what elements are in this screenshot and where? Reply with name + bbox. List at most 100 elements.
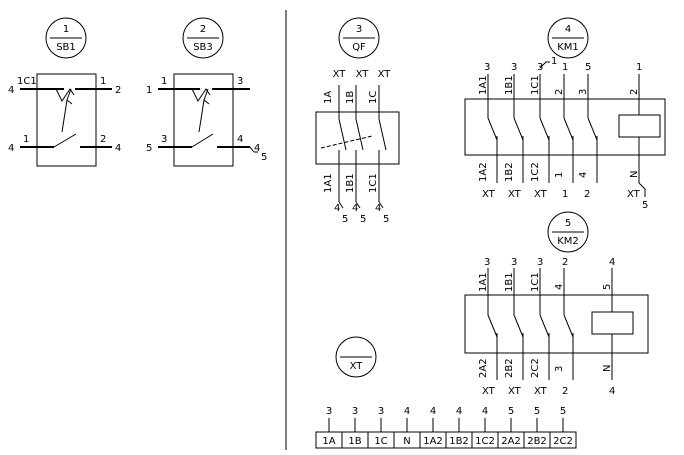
km1-bot-wire-6: XT [627, 189, 641, 200]
km1-bot-wire-5: 2 [584, 189, 590, 200]
sb3-label: SB3 [193, 42, 213, 53]
km2-label: KM2 [557, 236, 579, 247]
km1-top-wire-4: 1 [562, 62, 568, 73]
terminal-wire-number: 5 [560, 406, 566, 417]
qf-top-wire-2: XT [356, 69, 370, 80]
qf-number: 3 [356, 24, 362, 35]
km1-top-term-1: 1A1 [478, 75, 489, 95]
km1-top-term-2: 1B1 [504, 75, 515, 95]
qf-label: QF [352, 42, 366, 53]
sb1-number: 1 [63, 24, 69, 35]
km1-label: KM1 [557, 42, 579, 53]
km1-bot-wire-4: 1 [562, 189, 568, 200]
sb3-bot-right-branch: 5 [261, 152, 267, 163]
terminal-cell-label: 2C2 [553, 436, 573, 447]
km1-top-branch: 1 [551, 56, 557, 67]
sb1-bot-left-term: 1 [23, 134, 29, 145]
sb1-tag: 1 SB1 [45, 17, 87, 59]
km2-coil [591, 311, 634, 335]
km1-top-wire-6: 1 [636, 62, 642, 73]
terminal-cell-label: N [403, 436, 410, 447]
km1-top-term-3: 1C1 [530, 75, 541, 95]
sb3-device: 2 SB3 1 1 3 5 3 4 4 5 [146, 17, 267, 167]
km1-bot-wire-1: XT [482, 189, 496, 200]
km2-bot-wire-2: XT [508, 386, 522, 397]
km2-bot-term-1: 2A2 [478, 358, 489, 378]
sb1-body [36, 73, 97, 167]
sb3-bot-left-wire: 5 [146, 143, 152, 154]
km1-tag: 4 KM1 [547, 17, 589, 59]
qf-body [315, 111, 400, 165]
km1-bot-term-4: 1 [554, 172, 565, 178]
qf-top-wire-1: XT [333, 69, 347, 80]
terminal-wire-number: 4 [430, 406, 436, 417]
qf-top-term-2: 1B [345, 91, 356, 104]
qf-bot-term-3: 1C1 [368, 173, 379, 193]
sb1-top-left-term: 1C1 [17, 76, 37, 87]
km1-bot-term-5: 4 [578, 172, 589, 178]
sb1-device: 1 SB1 4 1C1 1 2 4 1 2 4 [8, 17, 121, 167]
sb1-top-right-term: 1 [100, 76, 106, 87]
km1-top-wire-3: 3 [537, 62, 543, 73]
terminal-wire-number: 3 [378, 406, 384, 417]
km1-top-wire-2: 3 [511, 62, 517, 73]
km2-device: 5 KM2 3 3 3 2 4 1A1 1B1 1C1 4 5 2A2 2B2 … [464, 211, 649, 397]
km1-number: 4 [565, 24, 571, 35]
km2-top-wire-4: 2 [562, 257, 568, 268]
km2-top-term-2: 1B1 [504, 272, 515, 292]
km2-bot-term-5: N [602, 365, 613, 372]
terminal-cell-label: 1B [348, 436, 361, 447]
sb3-bot-right-term: 4 [237, 134, 243, 145]
km2-bot-wire-4: 2 [562, 386, 568, 397]
sb3-top-left-wire: 1 [146, 85, 152, 96]
qf-bot-branch-3: 5 [383, 214, 389, 225]
km1-bot-wire-2: XT [508, 189, 522, 200]
km2-bot-term-4: 3 [554, 366, 565, 372]
km1-bot-term-1: 1A2 [478, 162, 489, 182]
sb1-top-right-wire: 2 [115, 85, 121, 96]
terminal-wire-number: 4 [456, 406, 462, 417]
km1-device: 4 KM1 3 3 3 1 5 1 1 1A1 1B1 1C1 2 3 2 1A… [464, 17, 666, 211]
sb3-number: 2 [200, 24, 206, 35]
xt-tag: XT [335, 336, 377, 378]
terminal-wire-number: 5 [508, 406, 514, 417]
km1-bot-term-6: N [629, 171, 640, 178]
sb1-bot-left-wire: 4 [8, 143, 14, 154]
km2-bot-term-3: 2C2 [530, 358, 541, 378]
sb1-bot-right-term: 2 [100, 134, 106, 145]
terminal-cell-label: 2A2 [501, 436, 521, 447]
terminal-wire-number: 4 [482, 406, 488, 417]
qf-bot-branch-2: 5 [360, 214, 366, 225]
km1-top-wire-1: 3 [484, 62, 490, 73]
sb3-top-right-term: 3 [237, 76, 243, 87]
km2-body [464, 294, 649, 354]
terminal-wire-number: 3 [352, 406, 358, 417]
km1-coil [618, 114, 661, 138]
km2-top-term-4: 4 [554, 284, 565, 290]
sb3-bot-right-wire: 4 [254, 143, 260, 154]
qf-top-term-3: 1C [368, 91, 379, 104]
qf-device: 3 QF XT XT XT 1A 1B 1C 1A1 1B1 1C1 4 4 4… [315, 17, 400, 225]
km2-bot-wire-5: 4 [609, 386, 615, 397]
qf-top-wire-3: XT [378, 69, 392, 80]
terminal-cell-label: 1B2 [449, 436, 469, 447]
km1-bot-wire-3: XT [534, 189, 548, 200]
terminal-cell-label: 2B2 [527, 436, 547, 447]
km1-bot-term-3: 1C2 [530, 162, 541, 182]
sb1-label: SB1 [56, 42, 76, 53]
sb3-body [173, 73, 234, 167]
xt-label: XT [350, 361, 364, 372]
km2-top-term-5: 5 [602, 284, 613, 290]
km2-number: 5 [565, 218, 571, 229]
km2-tag: 5 KM2 [547, 211, 589, 253]
sb3-bot-left-term: 3 [161, 134, 167, 145]
terminal-wire-number: 4 [404, 406, 410, 417]
sb3-tag: 2 SB3 [182, 17, 224, 59]
terminal-wire-number: 3 [326, 406, 332, 417]
qf-bot-wire-3: 4 [375, 203, 381, 214]
terminal-cell-label: 1C [374, 436, 387, 447]
sb1-bot-right-wire: 4 [115, 143, 121, 154]
